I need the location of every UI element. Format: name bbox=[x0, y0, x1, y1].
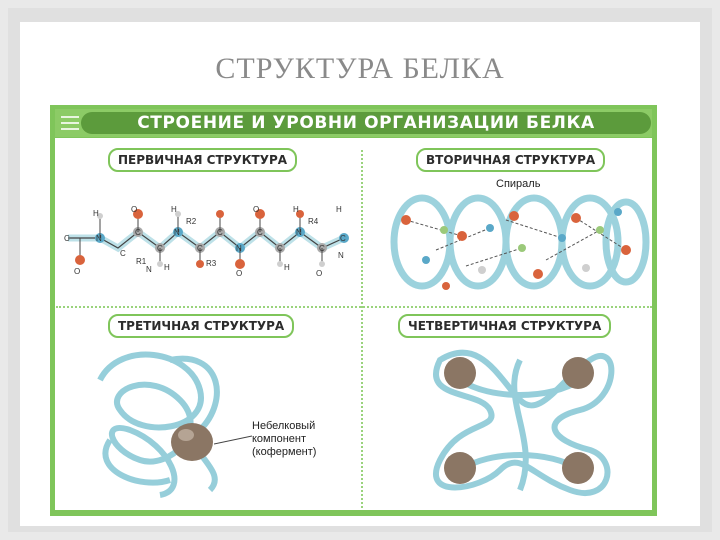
atom-label: N bbox=[146, 265, 152, 274]
hydrogen-atom bbox=[277, 261, 283, 267]
atom-label: O bbox=[131, 205, 137, 214]
banner-title: СТРОЕНИЕ И УРОВНИ ОРГАНИЗАЦИИ БЕЛКА bbox=[137, 113, 595, 133]
coenzyme-ball bbox=[171, 423, 213, 461]
atom-label: C bbox=[277, 244, 283, 253]
helix-caption: Спираль bbox=[496, 178, 541, 190]
caption-line: компонент bbox=[252, 433, 306, 445]
atom-label: R4 bbox=[308, 217, 319, 226]
caption-pointer bbox=[214, 435, 253, 445]
helix-atoms bbox=[401, 208, 631, 290]
backbone-atoms bbox=[95, 227, 349, 253]
atom-label: H bbox=[284, 263, 290, 272]
banner-stripe bbox=[61, 128, 79, 130]
atom-label: C bbox=[120, 249, 126, 258]
caption-line: (кофермент) bbox=[252, 446, 317, 458]
quadrant-divider-horizontal bbox=[56, 306, 652, 308]
atom-label: C bbox=[319, 244, 325, 253]
slide-title: СТРУКТУРА БЕЛКА bbox=[215, 52, 505, 85]
hydrogen-atom bbox=[175, 211, 181, 217]
atom-label: O bbox=[316, 269, 322, 278]
r-group-atom bbox=[216, 210, 224, 218]
side-atoms bbox=[75, 209, 325, 269]
atom-label: C bbox=[197, 244, 203, 253]
banner-stripe bbox=[61, 116, 79, 118]
caption-line: Небелковый bbox=[252, 420, 316, 432]
atom-label: C bbox=[64, 234, 70, 243]
secondary-structure-label: ВТОРИЧНАЯ СТРУКТУРА bbox=[416, 148, 606, 172]
atom-label: O bbox=[253, 205, 259, 214]
atom-label: H bbox=[336, 205, 342, 214]
subunit-ball-bottom-right bbox=[562, 452, 594, 484]
coenzyme-highlight bbox=[178, 429, 194, 441]
atom-labels: H O H R2 O H R4 H N C C N C C N C C N C … bbox=[64, 205, 346, 278]
poster-banner: СТРОЕНИЕ И УРОВНИ ОРГАНИЗАЦИИ БЕЛКА bbox=[55, 109, 652, 137]
nonprotein-component-caption: Небелковый компонент (кофермент) bbox=[252, 420, 316, 459]
atom-label: N bbox=[296, 228, 302, 237]
tertiary-structure-label: ТРЕТИЧНАЯ СТРУКТУРА bbox=[108, 314, 295, 338]
r-group-atom bbox=[196, 260, 204, 268]
hydrogen-atom bbox=[319, 261, 325, 267]
hydrogen-bonds bbox=[405, 217, 627, 267]
atom-label: H bbox=[171, 205, 177, 214]
quadrant-divider-vertical bbox=[361, 150, 363, 508]
atom-label: C bbox=[257, 228, 263, 237]
r-group-atom bbox=[296, 210, 304, 218]
hydrogen-atom bbox=[97, 213, 103, 219]
atom-label: C bbox=[157, 244, 163, 253]
primary-structure-label: ПЕРВИЧНАЯ СТРУКТУРА bbox=[108, 148, 298, 172]
banner-stripe bbox=[61, 122, 79, 124]
tertiary-fold bbox=[97, 351, 220, 498]
subunit-ball-top-left bbox=[444, 357, 476, 389]
atom-label: H bbox=[164, 263, 170, 272]
primary-structure-chain: H O H R2 O H R4 H N C C N C C N C C N C … bbox=[64, 205, 349, 278]
atom-label: N bbox=[174, 228, 180, 237]
oxygen-atom bbox=[235, 259, 245, 269]
atom-label: N bbox=[338, 251, 344, 260]
atom-label: C bbox=[217, 228, 223, 237]
atom-label: C bbox=[340, 234, 346, 243]
poster: СТРОЕНИЕ И УРОВНИ ОРГАНИЗАЦИИ БЕЛКА bbox=[50, 105, 657, 516]
helix-turns bbox=[390, 194, 650, 290]
atom-label: R2 bbox=[186, 217, 197, 226]
quaternary-structure-label: ЧЕТВЕРТИЧНАЯ СТРУКТУРА bbox=[398, 314, 612, 338]
hydrogen-atom bbox=[157, 261, 163, 267]
oxygen-atom bbox=[255, 209, 265, 219]
banner-pill: СТРОЕНИЕ И УРОВНИ ОРГАНИЗАЦИИ БЕЛКА bbox=[81, 112, 651, 134]
atom-label: N bbox=[236, 244, 242, 253]
oxygen-atom bbox=[75, 255, 85, 265]
atom-label: R1 bbox=[136, 257, 147, 266]
oxygen-atom bbox=[133, 209, 143, 219]
atom-label: C bbox=[135, 228, 141, 237]
atom-label: H bbox=[93, 209, 99, 218]
nitrogen-atom bbox=[339, 233, 349, 243]
atom-label: O bbox=[74, 267, 80, 276]
atom-label: H bbox=[293, 205, 299, 214]
subunit-ball-top-right bbox=[562, 357, 594, 389]
atom-label: O bbox=[236, 269, 242, 278]
atom-label: N bbox=[96, 234, 102, 243]
atom-label: R3 bbox=[206, 259, 217, 268]
subunit-ball-bottom-left bbox=[444, 452, 476, 484]
alpha-helix bbox=[390, 194, 650, 290]
quaternary-complex bbox=[433, 349, 615, 496]
